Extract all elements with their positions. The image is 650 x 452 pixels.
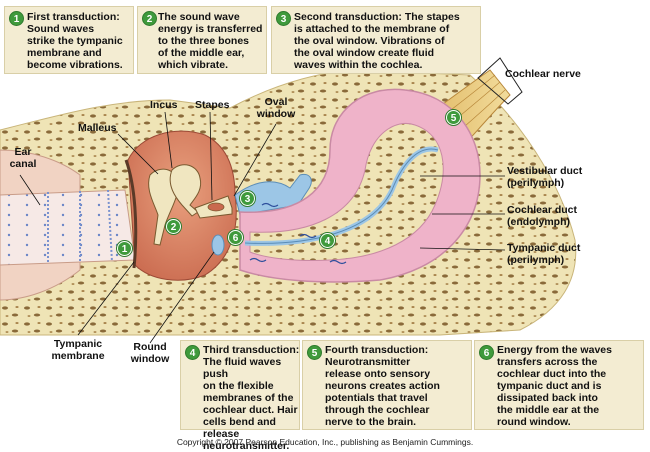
copyright-notice: Copyright © 2007 Pearson Education, Inc.… [176, 437, 474, 447]
step-1-box: 1 First transduction: Sound waves strike… [4, 6, 134, 74]
label-tympanic-membrane: Tympanic membrane [51, 338, 105, 362]
step-5-box: 5 Fourth transduction: Neurotransmitter … [302, 340, 472, 430]
label-ear-canal: Ear canal [9, 146, 37, 170]
label-cochlear-duct: Cochlear duct (endolymph) [507, 204, 578, 228]
tympanic-membrane-shape [124, 159, 138, 269]
step-6-text: Energy from the waves transfers across t… [497, 344, 612, 428]
step-6-box: 6 Energy from the waves transfers across… [474, 340, 644, 430]
map-badge-1: 1 [117, 241, 132, 256]
round-window-shape [211, 234, 225, 256]
nerve-bracket [477, 57, 523, 105]
step-2-badge: 2 [142, 11, 157, 26]
cochlea-inner-cut [249, 123, 444, 262]
step-3-box: 3 Second transduction: The stapes is att… [271, 6, 481, 74]
map-badge-4: 4 [320, 233, 335, 248]
step-4-text: Third transduction: The fluid waves push… [203, 344, 300, 452]
map-badge-6: 6 [228, 230, 243, 245]
label-cochlear-nerve: Cochlear nerve [505, 68, 581, 80]
step-3-title: Second transduction: [294, 11, 402, 23]
step-1-badge: 1 [9, 11, 24, 26]
malleus-shape [148, 168, 179, 246]
incus-shape [169, 164, 202, 217]
step-5-badge: 5 [307, 345, 322, 360]
map-badge-3: 3 [240, 191, 255, 206]
label-incus: Incus [150, 99, 178, 111]
step-4-title: Third transduction: [203, 344, 300, 356]
label-vestibular-duct: Vestibular duct (perilymph) [507, 165, 583, 189]
map-badge-5: 5 [446, 110, 461, 125]
leader-lines [19, 111, 506, 344]
step-1-text: First transduction: Sound waves strike t… [27, 11, 135, 71]
step-2-text: The sound wave energy is transferred to … [158, 11, 263, 71]
label-stapes: Stapes [195, 99, 230, 111]
step-5-text: Fourth transduction: Neurotransmitter re… [325, 344, 471, 428]
step-3-text: Second transduction: The stapes is attac… [294, 11, 460, 71]
map-badge-2: 2 [166, 219, 181, 234]
step-3-badge: 3 [276, 11, 291, 26]
label-round-window: Round window [130, 341, 170, 365]
step-4-box: 4 Third transduction: The fluid waves pu… [180, 340, 300, 452]
fluid-wave-arrows [249, 202, 347, 265]
step-5-title: Fourth transduction: [325, 344, 429, 356]
label-malleus: Malleus [78, 122, 117, 134]
label-tympanic-duct: Tympanic duct (perilymph) [507, 242, 581, 266]
sound-wave-lines [47, 189, 113, 264]
step-4-badge: 4 [185, 345, 200, 360]
label-oval-window: Oval window [256, 96, 296, 120]
step-6-badge: 6 [479, 345, 494, 360]
ear-canal [0, 189, 136, 266]
step-2-box: 2 The sound wave energy is transferred t… [137, 6, 267, 74]
step-1-title: First transduction: [27, 11, 120, 23]
